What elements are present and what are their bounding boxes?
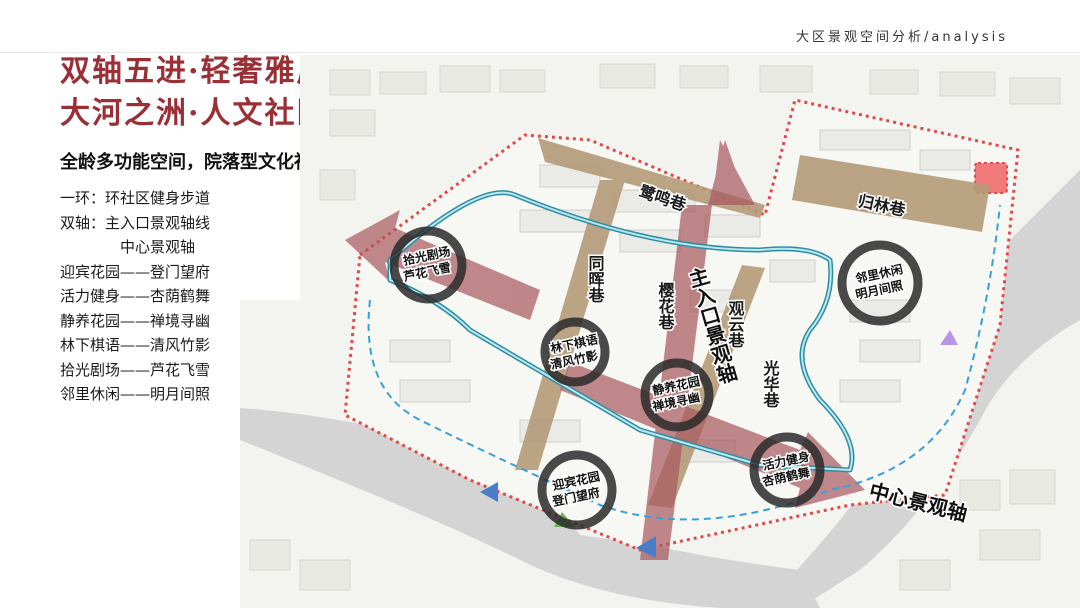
headline-line-2: 大河之洲·人文社区: [60, 96, 329, 131]
site-boundary: [343, 98, 1020, 552]
node-ring-huoli: [749, 432, 825, 508]
subtitle: 全龄多功能空间，院落型文化社区: [60, 152, 330, 173]
page-header-title: 大区景观空间分析/analysis: [795, 30, 1008, 45]
landscape-nodes: [389, 226, 923, 530]
legend-item: 双轴：主入口景观轴线: [60, 213, 211, 232]
node-ring-linxia: [540, 317, 610, 387]
header-divider: [0, 52, 1080, 53]
entry-triangle: [480, 482, 498, 502]
lane-label-guanghuaxiang: 光华巷: [761, 359, 781, 408]
entry-triangle: [940, 330, 958, 345]
legend-item: 林下棋语——清风竹影: [60, 336, 211, 354]
node-ring-yingbin: [537, 450, 617, 530]
legend-item: 一环：环社区健身步道: [60, 189, 211, 207]
legend-item: 邻里休闲——明月间照: [60, 385, 211, 403]
legend-item: 活力健身——杏荫鹤舞: [60, 287, 211, 305]
lane-label-yinghuaxiang: 樱花巷: [656, 282, 676, 330]
central-axis-arrow-left: [345, 210, 540, 320]
legend-item: 迎宾花园——登门望府: [60, 262, 211, 281]
node-ring-linli: [837, 240, 923, 326]
entry-triangle: [636, 536, 656, 558]
headline-line-1: 双轴五进·轻奢雅居: [60, 54, 329, 89]
lane-label-guanyunxiang: 观云巷: [726, 300, 746, 348]
legend-list: 一环：环社区健身步道 双轴：主入口景观轴线 中心景观轴 迎宾花园——登门望府 活…: [60, 186, 210, 407]
central-axis-arrow-right: [560, 362, 865, 508]
legend-item: 中心景观轴: [120, 238, 196, 256]
node-ring-jingyang: [640, 358, 714, 432]
main-entry-axis: [640, 140, 755, 560]
node-ring-shiguang: [389, 226, 467, 304]
lane-label-tongzuixiang: 同晖巷: [586, 255, 606, 303]
landscape-axes: [345, 140, 865, 560]
legend-item: 静养花园——禅境寻幽: [60, 311, 211, 330]
legend-item: 拾光剧场——芦花飞雪: [60, 360, 211, 379]
